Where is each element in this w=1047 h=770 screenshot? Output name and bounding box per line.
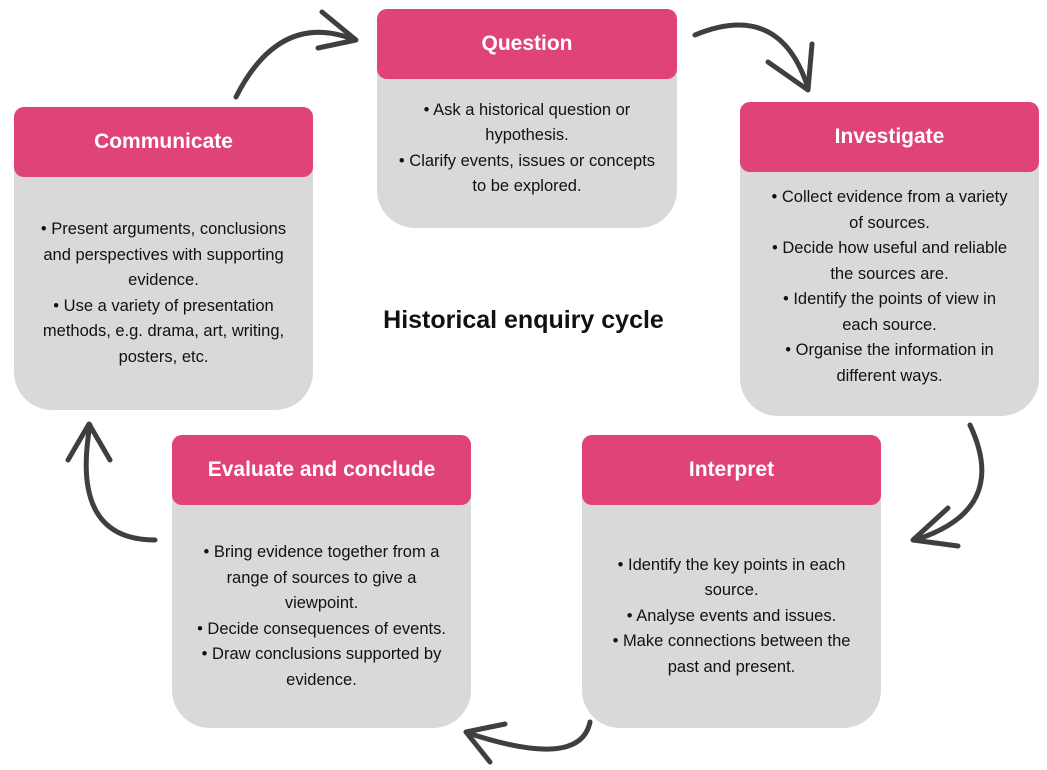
diagram-title: Historical enquiry cycle [383, 306, 664, 334]
stage-card-evaluate: Evaluate and conclude • Bring evidence t… [172, 435, 471, 728]
stage-heading: Evaluate and conclude [172, 435, 471, 505]
stage-heading: Investigate [740, 102, 1039, 172]
arrow-question-to-investigate [692, 22, 815, 93]
stage-point: • Decide how useful and reliable the sou… [771, 239, 1008, 283]
stage-card-interpret: Interpret • Identify the key points in e… [582, 435, 881, 728]
stage-point: • Use a variety of presentation methods,… [42, 296, 285, 366]
stage-point: • Analyse events and issues. [626, 606, 837, 625]
stage-point: • Decide consequences of events. [197, 619, 446, 638]
stage-heading: Communicate [14, 107, 313, 177]
stage-point: • Make connections between the past and … [612, 632, 851, 676]
stage-point: • Clarify events, issues or concepts to … [398, 151, 656, 196]
stage-point: • Organise the information in different … [785, 341, 994, 385]
stage-card-communicate: Communicate • Present arguments, conclus… [14, 107, 313, 410]
arrow-evaluate-to-communicate [65, 421, 158, 543]
arrow-interpret-to-evaluate [463, 719, 593, 765]
stage-point: • Identify the key points in each source… [617, 555, 846, 600]
stage-point: • Ask a historical question or hypothesi… [423, 100, 631, 145]
arrow-communicate-to-question [233, 9, 359, 100]
stage-card-investigate: Investigate • Collect evidence from a va… [740, 102, 1039, 416]
stage-heading: Question [377, 9, 677, 79]
stage-heading: Interpret [582, 435, 881, 505]
stage-point: • Identify the points of view in each so… [782, 290, 997, 334]
arrow-investigate-to-interpret [910, 422, 985, 549]
stage-point: • Present arguments, conclusions and per… [40, 220, 287, 289]
stage-point: • Draw conclusions supported by evidence… [201, 645, 442, 689]
stage-card-question: Question • Ask a historical question or … [377, 9, 677, 228]
stage-point: • Collect evidence from a variety of sou… [771, 188, 1008, 232]
stage-point: • Bring evidence together from a range o… [203, 543, 440, 612]
